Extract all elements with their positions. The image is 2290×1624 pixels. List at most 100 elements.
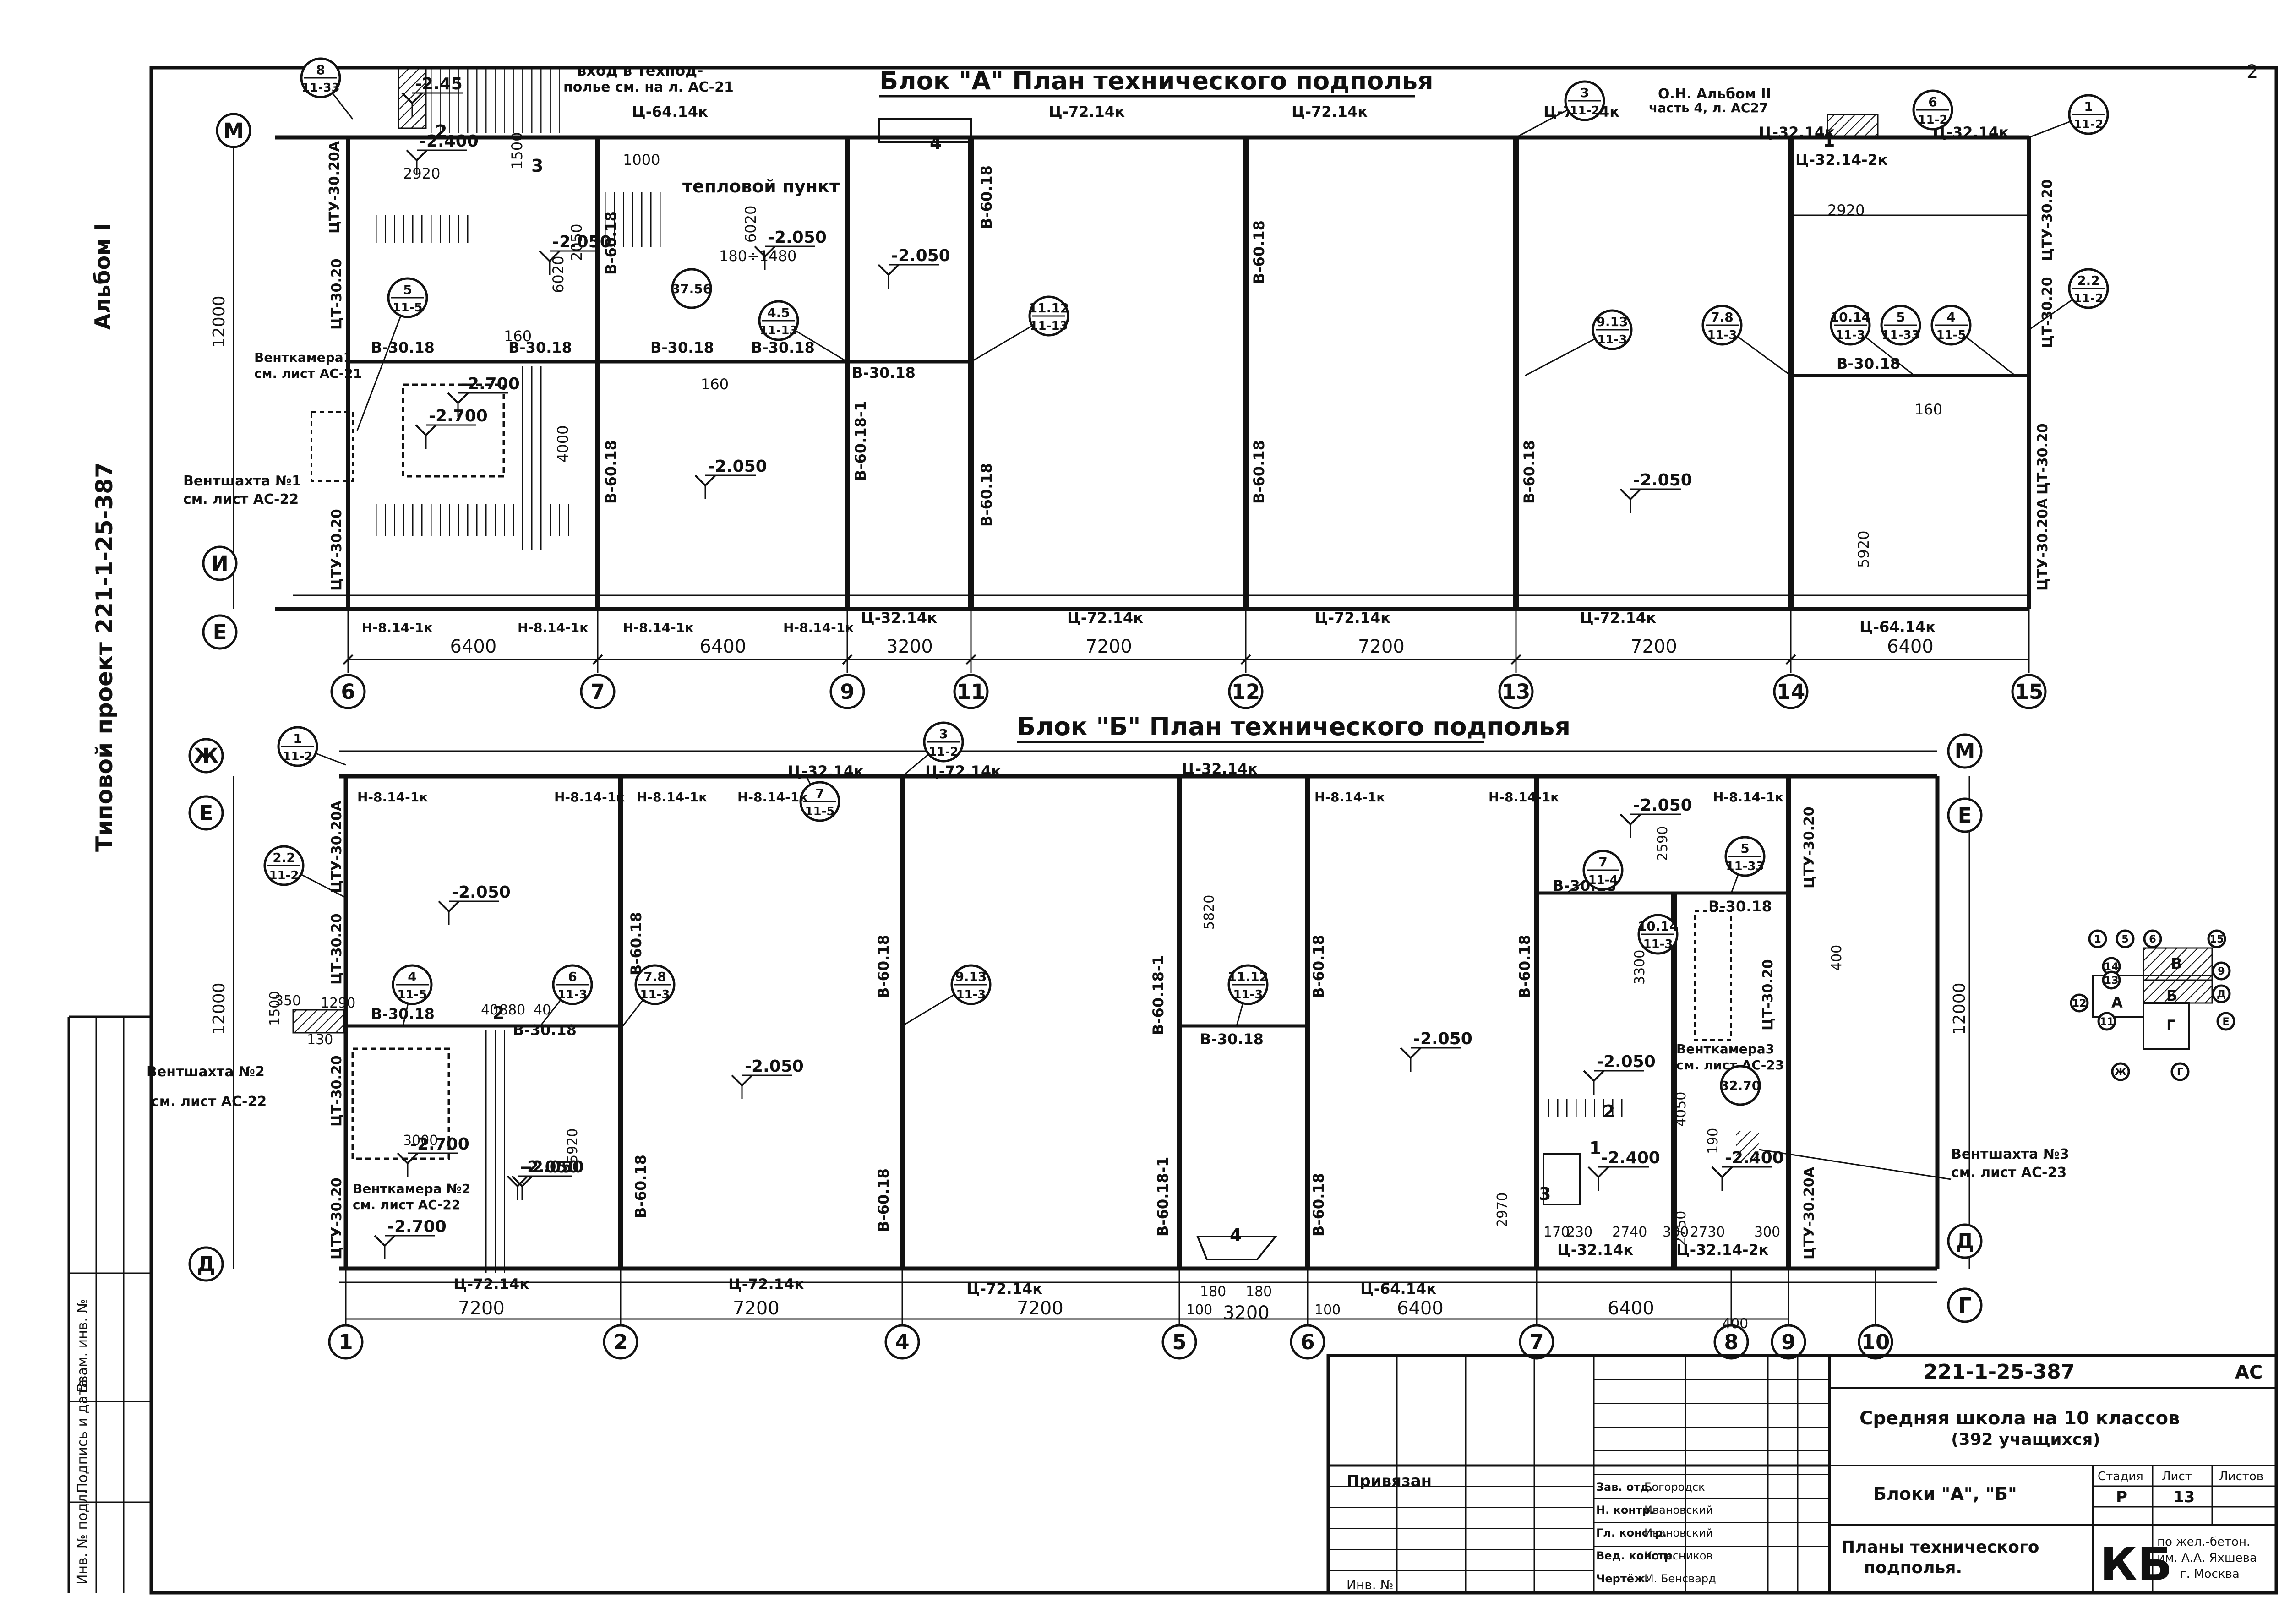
block-a-callout-0-ref: 11-33 (301, 81, 339, 95)
block-b-span-1: 7200 (733, 1298, 780, 1319)
block-a-beam-bottom-0: Ц-32.14к (861, 609, 937, 627)
block-a-level-6: -2.050 (768, 228, 827, 247)
tb-name-4: М. Бенсвард (1644, 1572, 1716, 1585)
key-axis-8: 9 (2218, 965, 2225, 977)
block-a-callout-4-num: 11.12 (1029, 300, 1069, 316)
tb-stage-h: Стадия (2098, 1470, 2143, 1483)
vent-shaft-2: Вентшахта №2 (147, 1064, 265, 1080)
block-b-axis-8-circle (1713, 1324, 1749, 1360)
block-a-beam-top-6: Ц-32.14к (1933, 124, 2009, 141)
block-b-dim-0: 5820 (1201, 895, 1217, 930)
block-a-span-1: 6400 (700, 636, 747, 657)
tb-name-0: Богородск (1644, 1481, 1705, 1493)
block-b-dim-5: 4050 (1673, 1092, 1689, 1127)
block-a-stair-1: 3 (531, 156, 543, 176)
block-a-axis-6-circle (330, 674, 366, 709)
tb-name-3: Колесников (1644, 1549, 1713, 1562)
block-b-column-1: ЦТ-30.20 (329, 913, 345, 985)
key-axis-12: Г (2177, 1066, 2183, 1078)
block-b-dim-1: 5920 (565, 1128, 581, 1163)
tb-project-code: 221-1-25-387 (1924, 1360, 2075, 1384)
key-axis-6: 12 (2072, 997, 2086, 1009)
block-a-callout-12-ref: 11-2 (2073, 118, 2103, 131)
block-b-dim-20: 400 (1722, 1316, 1748, 1332)
block-b-wall-1: В-60.18 (632, 1155, 649, 1218)
block-b-lintel-2: Н-8.14-1к (637, 790, 707, 805)
tb-name-2: Ивановский (1644, 1526, 1713, 1539)
block-a-callout-13-num: 2.2 (2077, 273, 2100, 288)
block-b-beam-bottom-5: Ц-32.14-2к (1676, 1241, 1769, 1259)
block-a-level-8: -2.050 (1633, 471, 1692, 490)
tb-drawing-1: Планы технического (1841, 1538, 2039, 1557)
block-b-dim-10: 180 (1200, 1284, 1226, 1300)
block-a-partition-5: В-30.18 (1837, 355, 1900, 372)
block-a-span-5: 7200 (1630, 636, 1677, 657)
tb-sheet: 13 (2173, 1488, 2195, 1506)
block-b-axis-1: 1 (338, 1330, 353, 1354)
block-a-beam-top-2: Ц-72.14к (1292, 103, 1368, 120)
block-b-callout-12: 32.70 (1720, 1078, 1761, 1093)
block-b-dim-26: 880 (499, 1002, 525, 1018)
block-b-wall-7: В-60.18 (1310, 1173, 1327, 1237)
side-album-label: Альбом I (90, 223, 115, 330)
block-a-beam-bottom-4: Ц-64.14к (1859, 618, 1936, 636)
block-a-axis-М-circle (216, 113, 251, 148)
block-b-wall-2: В-60.18 (875, 935, 892, 998)
block-a-level-5: -2.050 (708, 457, 767, 476)
block-b-partition-1: В-30.18 (513, 1021, 577, 1039)
block-a-wall-3: В-60.18 (978, 165, 995, 229)
tb-role-4: Чертёж. (1596, 1572, 1649, 1585)
block-b-stair-1: 3 (1539, 1184, 1551, 1204)
tb-sheet-code: АС (2235, 1362, 2263, 1383)
key-axis-3-circle (2207, 929, 2226, 948)
block-a-span-0: 6400 (450, 636, 497, 657)
block-b-axis-right-Д-circle (1947, 1223, 1983, 1259)
key-axis-3: 15 (2209, 933, 2224, 945)
vent-chamber-3: Венткамера3 (1676, 1041, 1774, 1057)
block-a-wall-1: В-60.18 (602, 440, 620, 504)
block-a-callout-2: 37.56 (671, 281, 712, 296)
block-a-dim-5: 160 (701, 376, 729, 393)
block-b-axis-4-circle (884, 1324, 920, 1360)
key-block-Г: Г (2166, 1017, 2176, 1034)
tb-role-1: Н. контр. (1596, 1504, 1654, 1516)
block-b-callout-11-ref: 11-33 (1726, 860, 1764, 873)
block-a-callout-8-num: 5 (1896, 310, 1905, 325)
vent-shaft-1: Вентшахта №1 (183, 473, 301, 489)
block-b-axis-6-circle (1290, 1324, 1325, 1360)
block-a-title: Блок "А" План технического подполья (879, 66, 1434, 95)
block-a-partition-3: В-30.18 (751, 339, 815, 356)
block-a-callout-1-num: 5 (403, 282, 412, 297)
block-b-level-4: -2.050 (1633, 796, 1692, 815)
block-a-beam-top-1: Ц-72.14к (1049, 103, 1125, 120)
block-b-axis-left-Е-circle (188, 795, 224, 831)
block-b-dim-21: 1500 (267, 991, 283, 1026)
block-b-wall-5: В-60.18-1 (1154, 1157, 1172, 1237)
block-a-axis-11-circle (953, 674, 989, 709)
block-b-beam-top-2: Ц-32.14к (1182, 760, 1258, 778)
side-project-label: Типовой проект 221-1-25-387 (91, 462, 118, 852)
block-b-callout-2-num: 4 (408, 969, 416, 984)
block-a-level-4: -2.700 (429, 407, 488, 425)
block-a-dim-12: 1500 (508, 132, 526, 169)
block-b-axis-right-Г-circle (1947, 1287, 1983, 1323)
block-b-level-10: -2.050 (520, 1158, 579, 1177)
block-a-axis-14: 14 (1777, 680, 1805, 704)
block-b-partition-2: В-30.18 (1200, 1030, 1264, 1048)
block-a-callout-9-ref: 11-5 (1936, 328, 1966, 342)
block-a-wall-4: В-60.18 (978, 463, 995, 527)
block-a-dim-1: 6020 (550, 256, 567, 293)
block-a-dim-0: 2920 (403, 165, 440, 182)
key-axis-7: 11 (2099, 1016, 2114, 1028)
block-a-callout-11-ref: 11-2 (1918, 113, 1947, 127)
block-a-callout-10-num: 3 (1580, 85, 1589, 100)
block-a-wall-7: В-60.18 (1521, 440, 1538, 504)
key-axis-7-circle (2097, 1012, 2116, 1031)
block-b-dim-19: 300 (1754, 1224, 1780, 1240)
vent-chamber-2: Венткамера №2 (353, 1181, 471, 1196)
block-a-wall-2: В-60.18-1 (852, 401, 869, 481)
block-b-stair-3: 2 (1603, 1101, 1615, 1122)
block-b-callout-5-ref: 11-3 (956, 988, 986, 1002)
tb-role-3: Вед. констр. (1596, 1549, 1676, 1562)
block-b-level-0: -2.050 (452, 883, 511, 902)
